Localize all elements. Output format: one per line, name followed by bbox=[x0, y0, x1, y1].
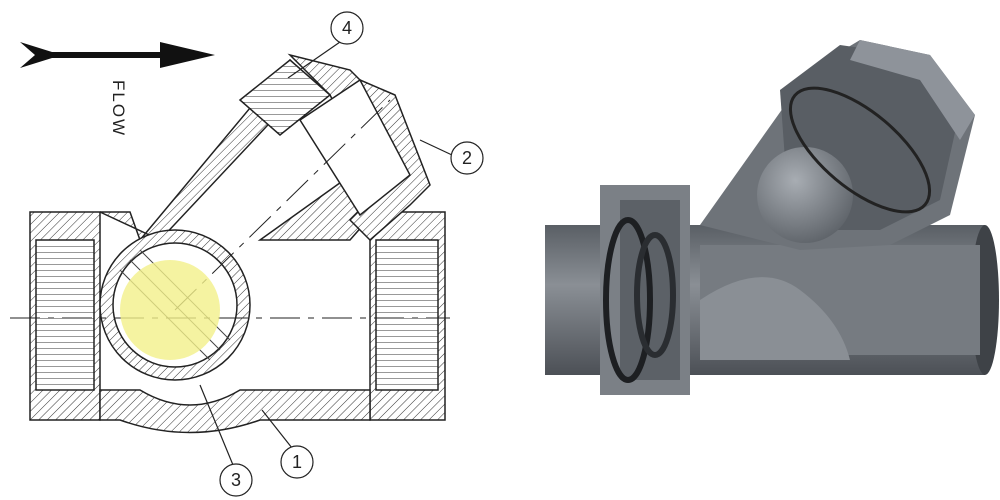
cross-section-drawing bbox=[10, 53, 450, 434]
svg-text:2: 2 bbox=[462, 148, 472, 168]
svg-text:1: 1 bbox=[292, 452, 302, 472]
flow-arrow-icon bbox=[20, 42, 215, 68]
callout-2: 2 bbox=[450, 141, 484, 175]
svg-text:4: 4 bbox=[342, 18, 352, 38]
svg-text:3: 3 bbox=[231, 470, 241, 490]
callout-4: 4 bbox=[330, 11, 364, 45]
callout-3: 3 bbox=[219, 463, 253, 497]
flow-label: FLOW bbox=[109, 80, 128, 137]
leader-lines bbox=[199, 41, 453, 466]
callout-1: 1 bbox=[280, 445, 314, 479]
valve-cutaway-photo bbox=[545, 40, 999, 395]
ball-highlight bbox=[120, 260, 220, 360]
